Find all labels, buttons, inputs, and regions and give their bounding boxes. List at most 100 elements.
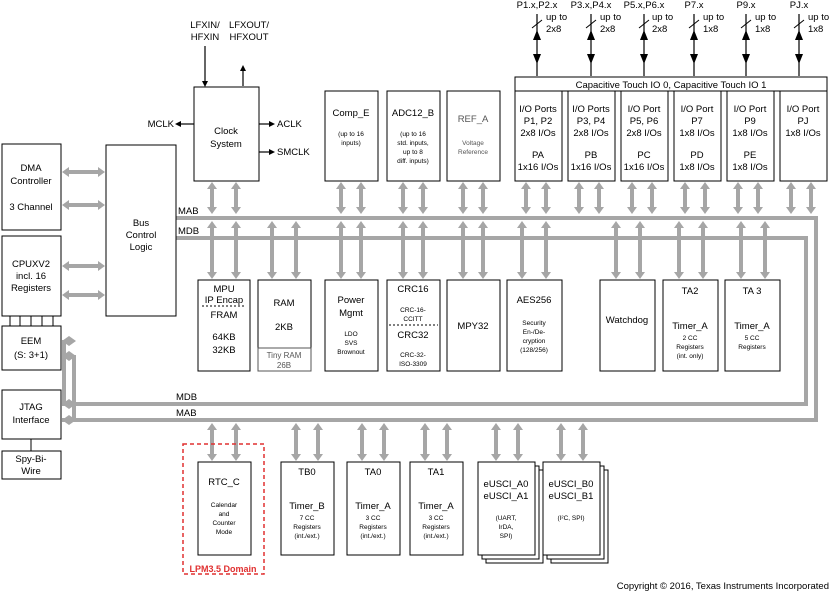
adc-bus-arrow — [418, 182, 428, 214]
port-pin-arrow-up-2 — [587, 30, 595, 40]
io-port-l4: PA — [532, 150, 545, 161]
io-port-pe-box — [726, 90, 775, 182]
ta0-d3: (int./ext.) — [360, 533, 385, 540]
pc-bus-arrow — [647, 182, 657, 214]
power-l1: Power — [338, 295, 365, 306]
mclk-label: MCLK — [148, 119, 175, 130]
port-width-3: 2x8 — [652, 24, 667, 35]
port-pin-bus-slash-2 — [585, 19, 597, 29]
io-port-l5: 1x16 I/Os — [518, 162, 559, 173]
port-pin-arrow-down-1 — [533, 54, 541, 64]
io-port-l3: 1x8 I/Os — [785, 128, 821, 139]
io-port-l1: I/O Port — [628, 104, 661, 115]
sbw-l1: Spy-Bi- — [15, 454, 46, 465]
jtag-box — [1, 389, 62, 440]
eusci-a-l2: eUSCI_A1 — [484, 491, 529, 502]
mpu-l1: MPU — [213, 284, 234, 295]
pb-bus-arrow — [594, 182, 604, 214]
mpu-l5: 32KB — [212, 345, 235, 356]
mab-top-bus — [176, 216, 818, 220]
io-port-l3: 1x8 I/Os — [679, 128, 715, 139]
comp-bus-arrow — [356, 182, 366, 214]
lfxin-label: LFXIN/ — [190, 20, 220, 31]
eem-mab-bus — [72, 355, 76, 420]
port-pin-label-1: P1.x,P2.x — [517, 0, 558, 11]
pe-bus-arrow — [733, 182, 743, 214]
port-pin-label-4: P7.x — [684, 0, 703, 11]
port-pin-label-6: PJ.x — [790, 0, 809, 11]
eusci-a-box — [477, 461, 536, 556]
mab-bottom-label: MAB — [176, 408, 197, 419]
tb0-bus-arrow — [313, 423, 323, 461]
captouch-label: Capacitive Touch IO 0, Capacitive Touch … — [576, 80, 767, 91]
ta2-d2: Registers — [676, 344, 704, 351]
ta2-box — [662, 279, 719, 372]
io-port-l4: PD — [690, 150, 703, 161]
ta1-l2: Timer_A — [418, 501, 454, 512]
wdt-bus-arrow — [611, 221, 621, 279]
ta1-box — [409, 461, 464, 556]
io-port-top-labels: P1.x,P2.x P3.x,P4.x P5.x,P6.x P7.x P9.x … — [517, 0, 829, 35]
aes-d3: cryption — [523, 338, 546, 345]
port-pin-bus-slash-3 — [638, 19, 650, 29]
rtc-d3: Counter — [212, 520, 236, 527]
pd-bus-arrow — [680, 182, 690, 214]
eusci-a-bus-arrow — [513, 423, 523, 461]
port-pin-bus-slash-5 — [740, 19, 752, 29]
mpu-fram-box — [197, 279, 251, 372]
eusci-b-bus-arrow — [578, 423, 588, 461]
port-pin-arrow-up-1 — [533, 30, 541, 40]
bus-connections — [207, 182, 816, 461]
dma-l3: 3 Channel — [9, 202, 52, 213]
eusci-b-l2: eUSCI_B1 — [549, 491, 594, 502]
rtc-l1: RTC_C — [208, 477, 240, 488]
port-pin-bus-slash-1 — [531, 19, 543, 29]
port-width-6: 1x8 — [808, 24, 823, 35]
ta3-bus-arrow — [760, 221, 770, 279]
io-port-l1: I/O Port — [734, 104, 767, 115]
ref-bus-arrow — [478, 182, 488, 214]
port-width-1: 2x8 — [546, 24, 561, 35]
ram-l2: 2KB — [275, 322, 293, 333]
pd-bus-arrow — [700, 182, 710, 214]
ta0-l1: TA0 — [365, 467, 382, 478]
port-upto-3: up to — [652, 12, 673, 23]
eem-l2: (S: 3+1) — [14, 350, 48, 361]
ta1-bus-arrow — [442, 423, 452, 461]
power-l2: Mgmt — [339, 308, 363, 319]
port-upto-4: up to — [703, 12, 724, 23]
rtc-bus-arrow — [231, 423, 241, 461]
cpu-bus-ctrl-arrow-2 — [62, 290, 105, 300]
port-pin-bus-slash-6 — [793, 19, 805, 29]
smclk-label: SMCLK — [277, 147, 310, 158]
io-port-l4: PC — [637, 150, 650, 161]
crc-bus-arrow — [398, 221, 408, 279]
adc-d1: (up to 16 — [400, 131, 426, 138]
eusci-a-d2: IrDA, — [499, 524, 514, 531]
mdb-bottom-label: MDB — [176, 392, 197, 403]
port-pin-label-5: P9.x — [736, 0, 755, 11]
power-d2: SVS — [344, 340, 358, 347]
bus-control-logic-box — [105, 144, 177, 317]
tb0-l2: Timer_B — [289, 501, 325, 512]
port-width-2: 2x8 — [600, 24, 615, 35]
adc-title: ADC12_B — [392, 108, 434, 119]
clock-title-2: System — [210, 139, 242, 150]
io-port-l2: P3, P4 — [577, 116, 606, 127]
io-port-boxes — [514, 90, 828, 182]
clock-title-1: Clock — [214, 126, 238, 137]
ref-a-box — [446, 90, 501, 182]
power-bus-arrow — [336, 221, 346, 279]
spy-bi-wire-box — [1, 450, 62, 480]
tiny-ram-l1: Tiny RAM — [267, 351, 302, 360]
io-port-l4: PE — [744, 150, 757, 161]
clock-system-box — [193, 86, 260, 182]
comp-bus-arrow — [336, 182, 346, 214]
ref-d2: Reference — [458, 149, 488, 156]
tb0-box — [280, 461, 335, 556]
clock-bus-arrow — [231, 182, 241, 214]
io-port-l2: P1, P2 — [524, 116, 553, 127]
lfxout-label: LFXOUT/ — [229, 20, 269, 31]
cpu-box — [1, 235, 62, 317]
